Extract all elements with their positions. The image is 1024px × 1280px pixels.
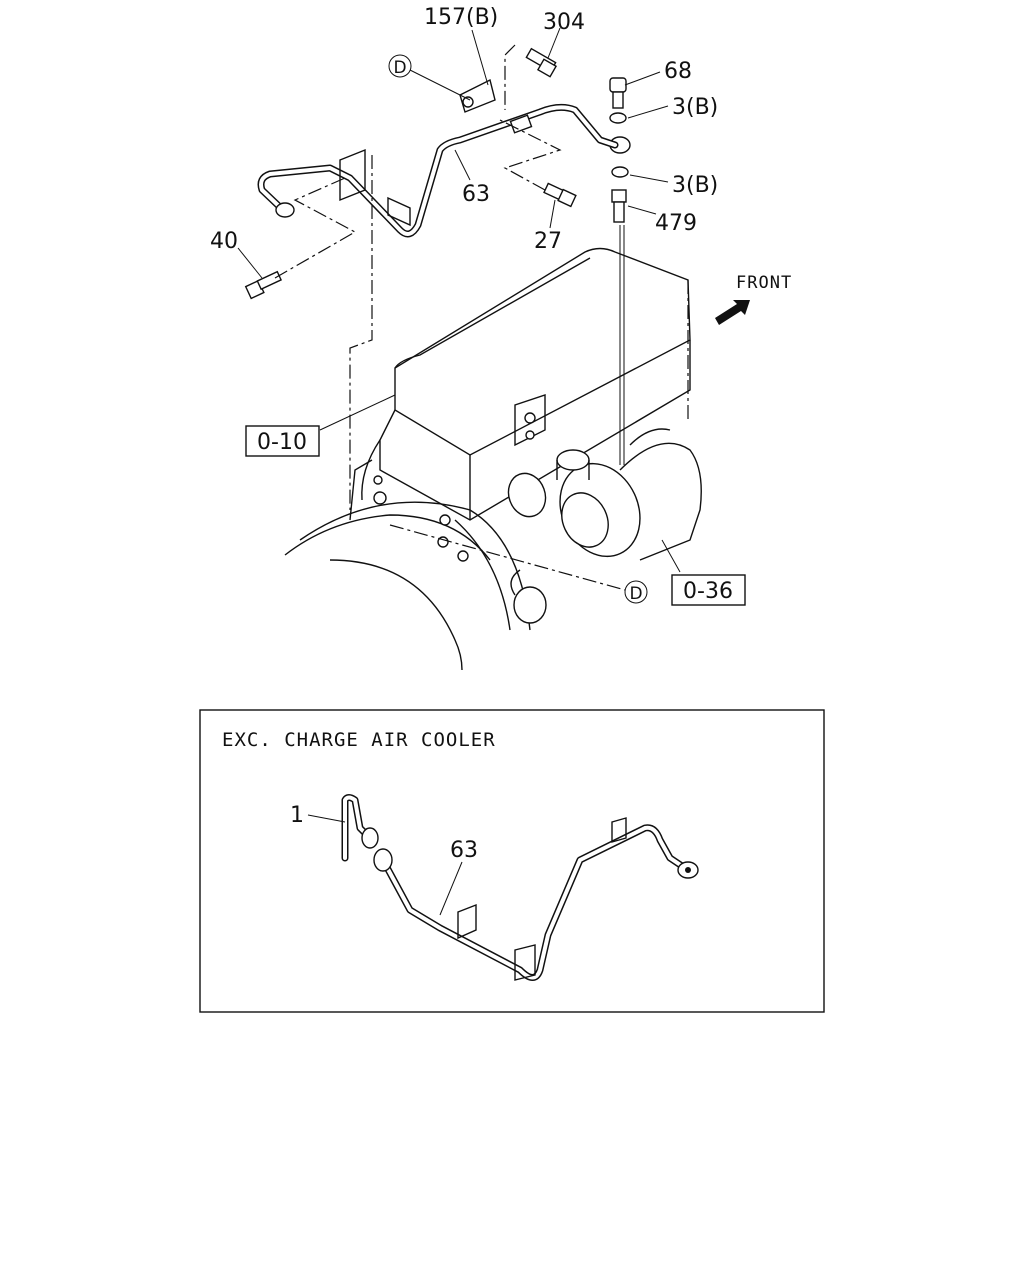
bolt-27	[543, 182, 577, 208]
bolt-40	[244, 270, 283, 300]
front-arrow-icon	[715, 300, 750, 325]
inset-leader-63	[439, 861, 463, 916]
label-479: 479	[655, 211, 697, 236]
main-exploded-view: 157(B) 304 68 3(B) 3(B) 479 63 27 40 D D…	[210, 5, 792, 671]
bolt-304	[525, 47, 558, 78]
ref-box-0-10[interactable]: 0-10	[245, 425, 320, 457]
engine-housing-drawing	[284, 247, 702, 671]
leader-lines	[237, 27, 681, 573]
marker-d-top: D	[388, 54, 412, 78]
label-3b-lower: 3(B)	[672, 173, 718, 198]
label-3b-upper: 3(B)	[672, 95, 718, 120]
fitting-stack	[609, 77, 631, 465]
label-157b: 157(B)	[424, 5, 498, 30]
pipe-63-main	[257, 78, 619, 238]
front-label: FRONT	[736, 273, 792, 293]
inset-caption: EXC. CHARGE AIR COOLER	[222, 729, 496, 751]
ref-0-10-text: 0-10	[257, 430, 307, 455]
marker-d-bottom: D	[624, 580, 648, 604]
inset-label-1: 1	[290, 803, 304, 828]
label-304: 304	[543, 10, 585, 35]
front-indicator: FRONT	[715, 273, 792, 325]
inset-leader-1	[307, 814, 346, 823]
label-27: 27	[534, 229, 562, 254]
inset-pipe-63	[341, 794, 699, 981]
ref-box-0-36[interactable]: 0-36	[671, 574, 746, 606]
marker-d-bottom-text: D	[629, 584, 642, 604]
label-63: 63	[462, 182, 490, 207]
label-68: 68	[664, 59, 692, 84]
marker-d-top-text: D	[393, 58, 406, 78]
label-40: 40	[210, 229, 238, 254]
ref-0-36-text: 0-36	[683, 579, 733, 604]
inset-exc-charge-air-cooler: EXC. CHARGE AIR COOLER 1 63	[199, 709, 825, 1013]
inset-label-63: 63	[450, 838, 478, 863]
assembly-lines	[274, 44, 626, 591]
